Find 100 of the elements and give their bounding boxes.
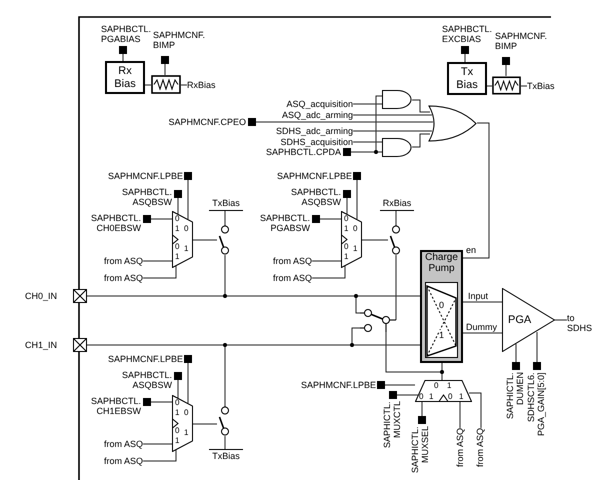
port-number: 0 — [344, 214, 348, 223]
signal-label: ASQ_acquisition — [286, 99, 353, 109]
port-number: 0 — [448, 392, 452, 401]
wire — [86, 344, 226, 406]
wire — [312, 260, 342, 262]
wire — [122, 54, 124, 62]
wire — [384, 384, 416, 386]
register-name: SAPHBCTL. EXCBIAS — [442, 24, 492, 44]
signal-label: from ASQ — [475, 428, 485, 468]
register-name: SAPHMCNF.LPBE — [276, 171, 352, 181]
register-name: SAPHICTL. MUXCTL — [382, 401, 402, 450]
signal-label: from ASQ — [104, 439, 143, 449]
bias-block — [105, 61, 145, 94]
register-name: SAPHICTL. MUXSEL — [410, 426, 430, 475]
port-number: 0 — [434, 381, 438, 390]
block-label: PGA — [508, 314, 532, 326]
port-number: 1 — [344, 252, 348, 261]
port-number: 1 — [175, 436, 180, 445]
wire — [312, 266, 346, 278]
wire — [144, 84, 152, 86]
register-name: SAPHMCNF.LPBE — [300, 380, 376, 390]
signal-label: RxBias — [187, 80, 216, 90]
wire — [346, 198, 348, 214]
register-name: SAPHBCTL. ASQBSW — [290, 187, 341, 207]
wire — [320, 218, 342, 220]
port-number: 1 — [175, 408, 180, 417]
signal-label: from ASQ — [104, 273, 143, 283]
signal-label: from ASQ — [272, 256, 312, 266]
pin-label: CH0_IN — [25, 291, 58, 301]
edge-label: Input — [468, 291, 488, 301]
port-number: 0 — [439, 300, 444, 310]
wire — [352, 130, 432, 132]
port-number: 1 — [353, 244, 358, 253]
wire — [412, 134, 430, 148]
register-name: SDHSCTL6. PGA_GAIN[5:0] — [526, 372, 546, 438]
register-name: SAPHBCTL. CH1EBSW — [90, 396, 141, 416]
wire — [536, 332, 538, 362]
wire — [356, 180, 358, 220]
wire — [224, 210, 226, 226]
port-number: 1 — [175, 224, 180, 233]
bias-terminal-label: RxBias — [380, 198, 414, 211]
wire — [142, 450, 176, 462]
bias-terminal-label: TxBias — [209, 449, 243, 463]
block-label: Rx Bias — [114, 64, 136, 90]
port-number: 1 — [175, 252, 180, 261]
port-number: 0 — [184, 408, 188, 417]
bias-block — [447, 62, 487, 95]
register-name: SAPHBCTL. PGABSW — [260, 213, 310, 233]
signal-label: SDHS_adc_arming — [276, 126, 353, 136]
port-number: 0 — [184, 224, 188, 233]
edge-label: Dummy — [466, 322, 497, 332]
register-name: SAPHMCNF.CPEO — [168, 117, 246, 127]
port-number: 0 — [175, 242, 180, 251]
port-number: 0 — [175, 426, 180, 435]
port-number: 0 — [353, 224, 358, 233]
port-number: 0 — [175, 398, 180, 407]
port-number: 1 — [429, 392, 434, 401]
register-name: SAPHMCNF. BIMP — [495, 31, 548, 51]
signal-label: from ASQ — [272, 273, 312, 283]
signal-label: TxBias — [527, 81, 555, 91]
register-name: SAPHBCTL. ASQBSW — [122, 187, 172, 207]
wire — [412, 100, 430, 112]
wire — [396, 394, 418, 396]
wire — [142, 260, 172, 262]
register-name: SAPHBCTL. ASQBSW — [122, 370, 172, 390]
signal-label: from ASQ — [104, 256, 143, 266]
port-number: 1 — [447, 381, 452, 390]
register-name: SAPHICTL. DUMEN — [505, 372, 525, 421]
block-title: Charge Pump — [425, 252, 458, 274]
port-number: 1 — [459, 392, 464, 401]
signal-label: SDHS_acquisition — [280, 137, 353, 147]
port-number: 0 — [175, 214, 180, 223]
wire — [468, 392, 482, 428]
charge-pump-block — [420, 250, 463, 363]
signal-label: ASQ_adc_arming — [282, 110, 353, 120]
port-number: 1 — [184, 244, 188, 253]
register-name: SAPHBCTL. CH0EBSW — [90, 213, 141, 233]
wire — [462, 122, 490, 258]
wire — [164, 64, 166, 76]
wire — [150, 218, 172, 220]
edge-label: en — [466, 245, 476, 255]
register-name: SAPHBCTL.CPDA — [266, 147, 341, 157]
port-number: 0 — [419, 392, 424, 401]
block-label: Tx Bias — [456, 66, 478, 92]
register-name: SAPHBCTL. PGABIAS — [101, 24, 152, 44]
signal-label: from ASQ — [104, 456, 143, 466]
bias-terminal-label: TxBias — [209, 198, 243, 211]
signal-label: to SDHS — [567, 313, 592, 333]
port-number: 1 — [439, 330, 444, 340]
pin-label: CH1_IN — [25, 340, 58, 350]
wire — [462, 332, 502, 334]
wire — [352, 114, 432, 116]
port-number: 1 — [344, 224, 348, 233]
register-name: SAPHMCNF. BIMP — [153, 30, 206, 50]
port-number: 0 — [344, 242, 348, 251]
port-number: 1 — [184, 428, 188, 437]
wire — [224, 436, 226, 450]
signal-label: from ASQ — [455, 428, 465, 468]
wire — [464, 54, 466, 62]
register-name: SAPHMCNF.LPBE — [108, 354, 183, 364]
